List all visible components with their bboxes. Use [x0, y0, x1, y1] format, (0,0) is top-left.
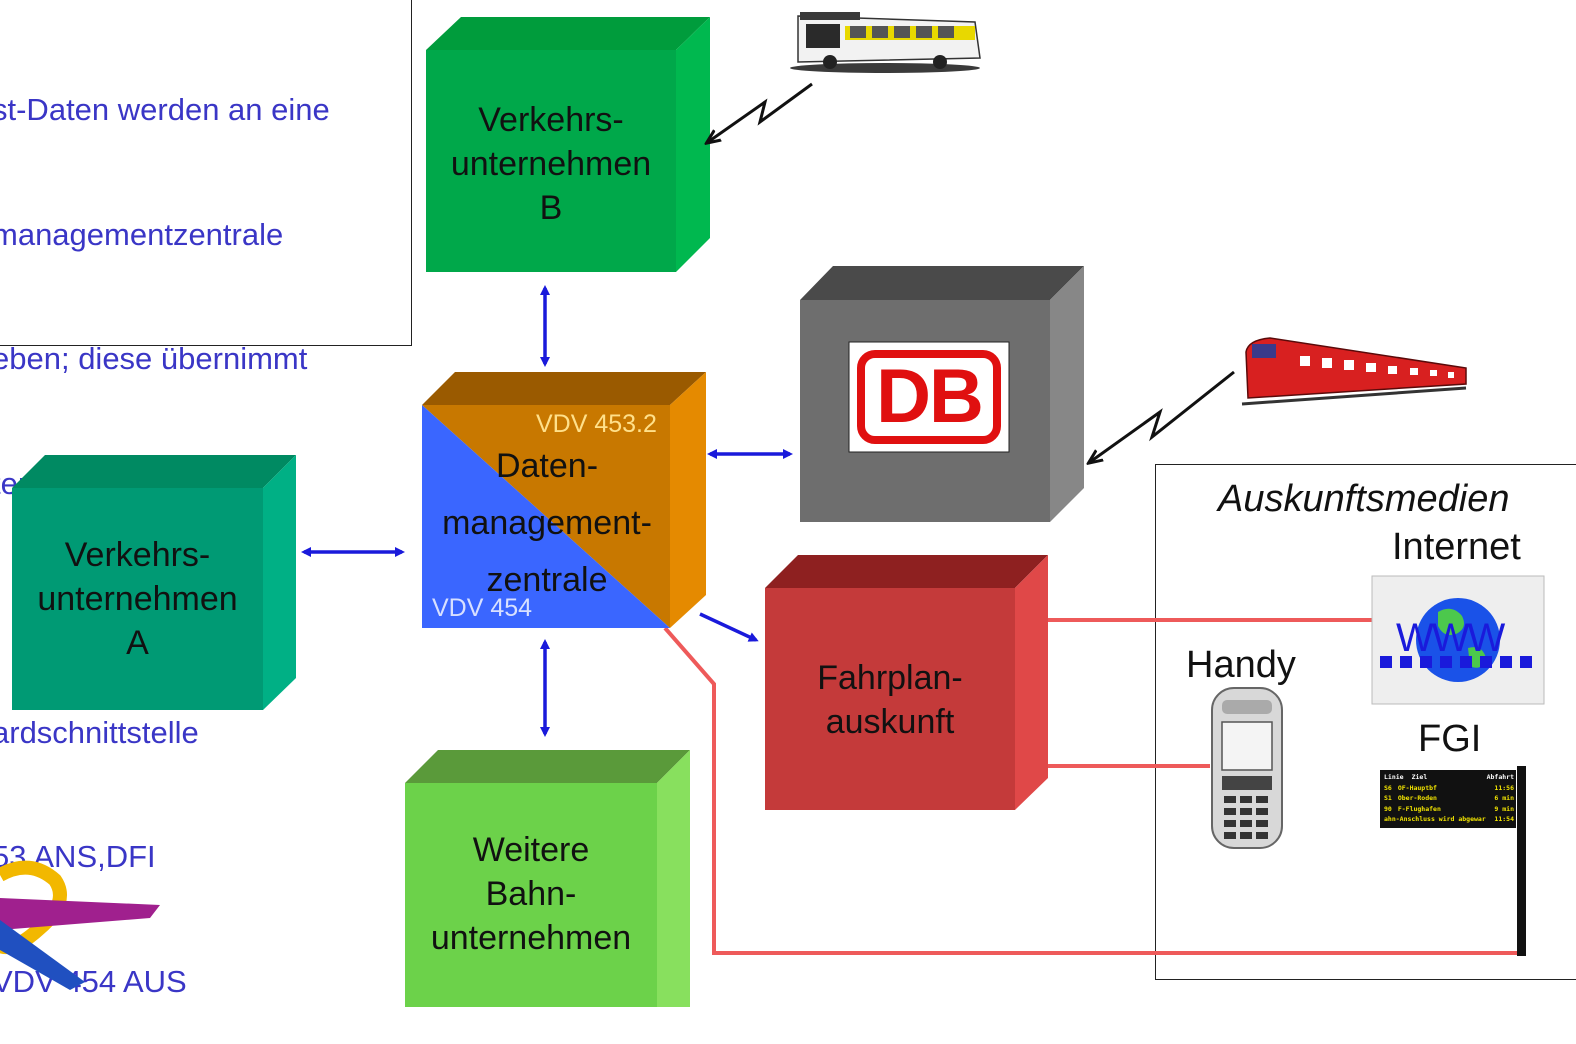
cube-verkehrsunternehmen-a	[12, 455, 296, 710]
note-line: managementzentrale	[0, 216, 284, 252]
info-note-box	[0, 0, 412, 346]
label-verkehrsunternehmen-b: Verkehrs- unternehmen B	[450, 101, 652, 227]
mobile-phone-icon	[1211, 687, 1283, 849]
label-internet: Internet	[1392, 526, 1521, 568]
diagram-canvas	[0, 12, 1545, 1007]
cube-datenmanagementzentrale	[422, 372, 706, 628]
red-connection-lines	[663, 618, 1520, 955]
cube-weitere-bahnunternehmen	[405, 750, 690, 1007]
radio-link-arrows	[708, 82, 1235, 462]
db-logo	[848, 341, 1010, 453]
db-logo-text: DB	[876, 354, 984, 439]
bus-icon	[790, 12, 981, 73]
label-fahrplanauskunft: Fahrplan- auskunft	[817, 659, 963, 741]
label-datenmanagementzentrale: Daten- management- zentrale	[442, 447, 652, 599]
label-vdv-454: VDV 454	[432, 594, 533, 622]
fgi-display-board	[1380, 766, 1526, 956]
label-weitere-bahnunternehmen: Weitere Bahn- unternehmen	[430, 831, 632, 957]
train-icon	[1241, 337, 1467, 406]
cube-verkehrsunternehmen-b	[426, 17, 710, 272]
note-line: eben; diese übernimmt	[0, 341, 308, 376]
label-www: WWW	[1396, 616, 1505, 660]
note-line: VDV 454 AUS	[0, 963, 187, 999]
cube-fahrplanauskunft	[765, 555, 1048, 810]
organization-logo	[0, 860, 160, 990]
label-handy: Handy	[1186, 644, 1296, 686]
note-line: st-Daten werden an eine	[0, 92, 330, 127]
label-verkehrsunternehmen-a: Verkehrs- unternehmen A	[37, 536, 238, 662]
blue-arrows	[301, 285, 793, 737]
globe-icon	[1371, 575, 1545, 705]
label-vdv-453-2: VDV 453.2	[536, 410, 657, 438]
label-fgi: FGI	[1418, 718, 1482, 760]
note-line: ardschnittstelle	[0, 714, 199, 750]
media-title: Auskunftsmedien	[1218, 478, 1510, 520]
